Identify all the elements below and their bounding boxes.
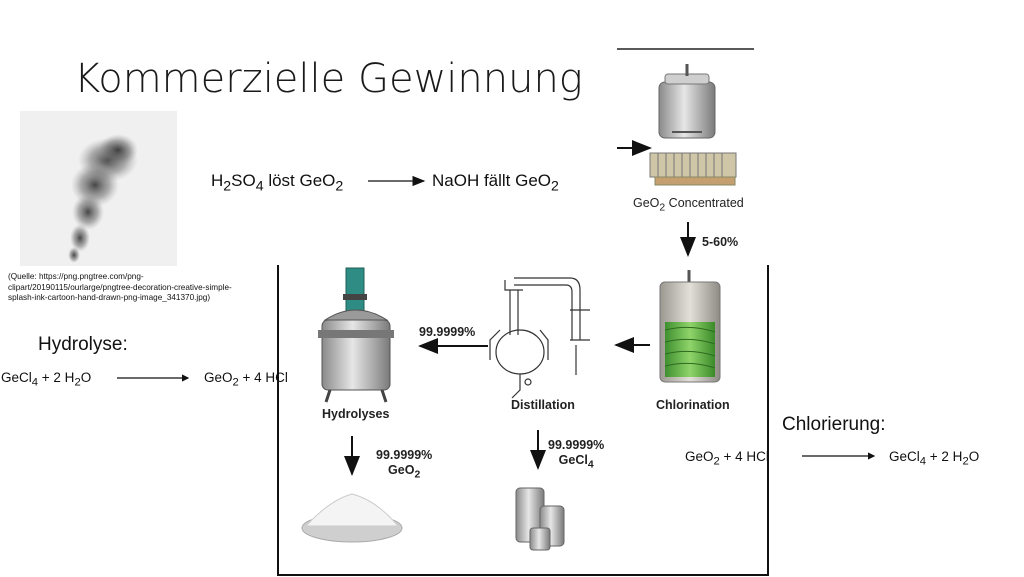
chlorierung-heading: Chlorierung: — [782, 414, 886, 435]
chlorierung-reactants: GeO2 + 4 HCl — [685, 449, 769, 468]
label-geo2-product: 99.9999% GeO2 — [376, 448, 433, 481]
hydrolysis-reactor — [318, 267, 394, 403]
process-frame — [277, 265, 769, 576]
smoke-image — [20, 111, 177, 266]
source-note: (Quelle: https://png.pngtree.com/png-cli… — [8, 272, 232, 302]
label-chlorination: Chlorination — [656, 398, 730, 412]
gecl4-kegs — [515, 487, 565, 551]
distillation-apparatus — [489, 277, 590, 399]
hydrolyse-products: GeO2 + 4 HCl — [204, 370, 288, 389]
label-purity-arrow: 99.9999% — [419, 325, 476, 339]
label-distillation: Distillation — [511, 398, 575, 412]
chlorination-tank — [659, 270, 721, 383]
label-geo2-concentrated: GeO2 Concentrated — [633, 196, 744, 214]
label-hydrolyses: Hydrolyses — [322, 407, 390, 421]
label-5-60-percent: 5-60% — [702, 235, 739, 249]
step-h2so4-dissolves-geo2: H2SO4 löst GeO2 — [211, 171, 344, 195]
hydrolyse-reactants: GeCl4 + 2 H2O — [1, 370, 92, 389]
hydrolyse-heading: Hydrolyse: — [38, 334, 128, 355]
step-naoh-precipitates-geo2: NaOH fällt GeO2 — [432, 171, 559, 195]
concentration-equipment — [649, 64, 737, 186]
label-gecl4-product: 99.9999% GeCl4 — [548, 438, 605, 471]
chlorierung-products: GeCl4 + 2 H2O — [889, 449, 980, 468]
geo2-powder — [301, 493, 403, 543]
page-title: Kommerzielle Gewinnung — [74, 56, 583, 102]
